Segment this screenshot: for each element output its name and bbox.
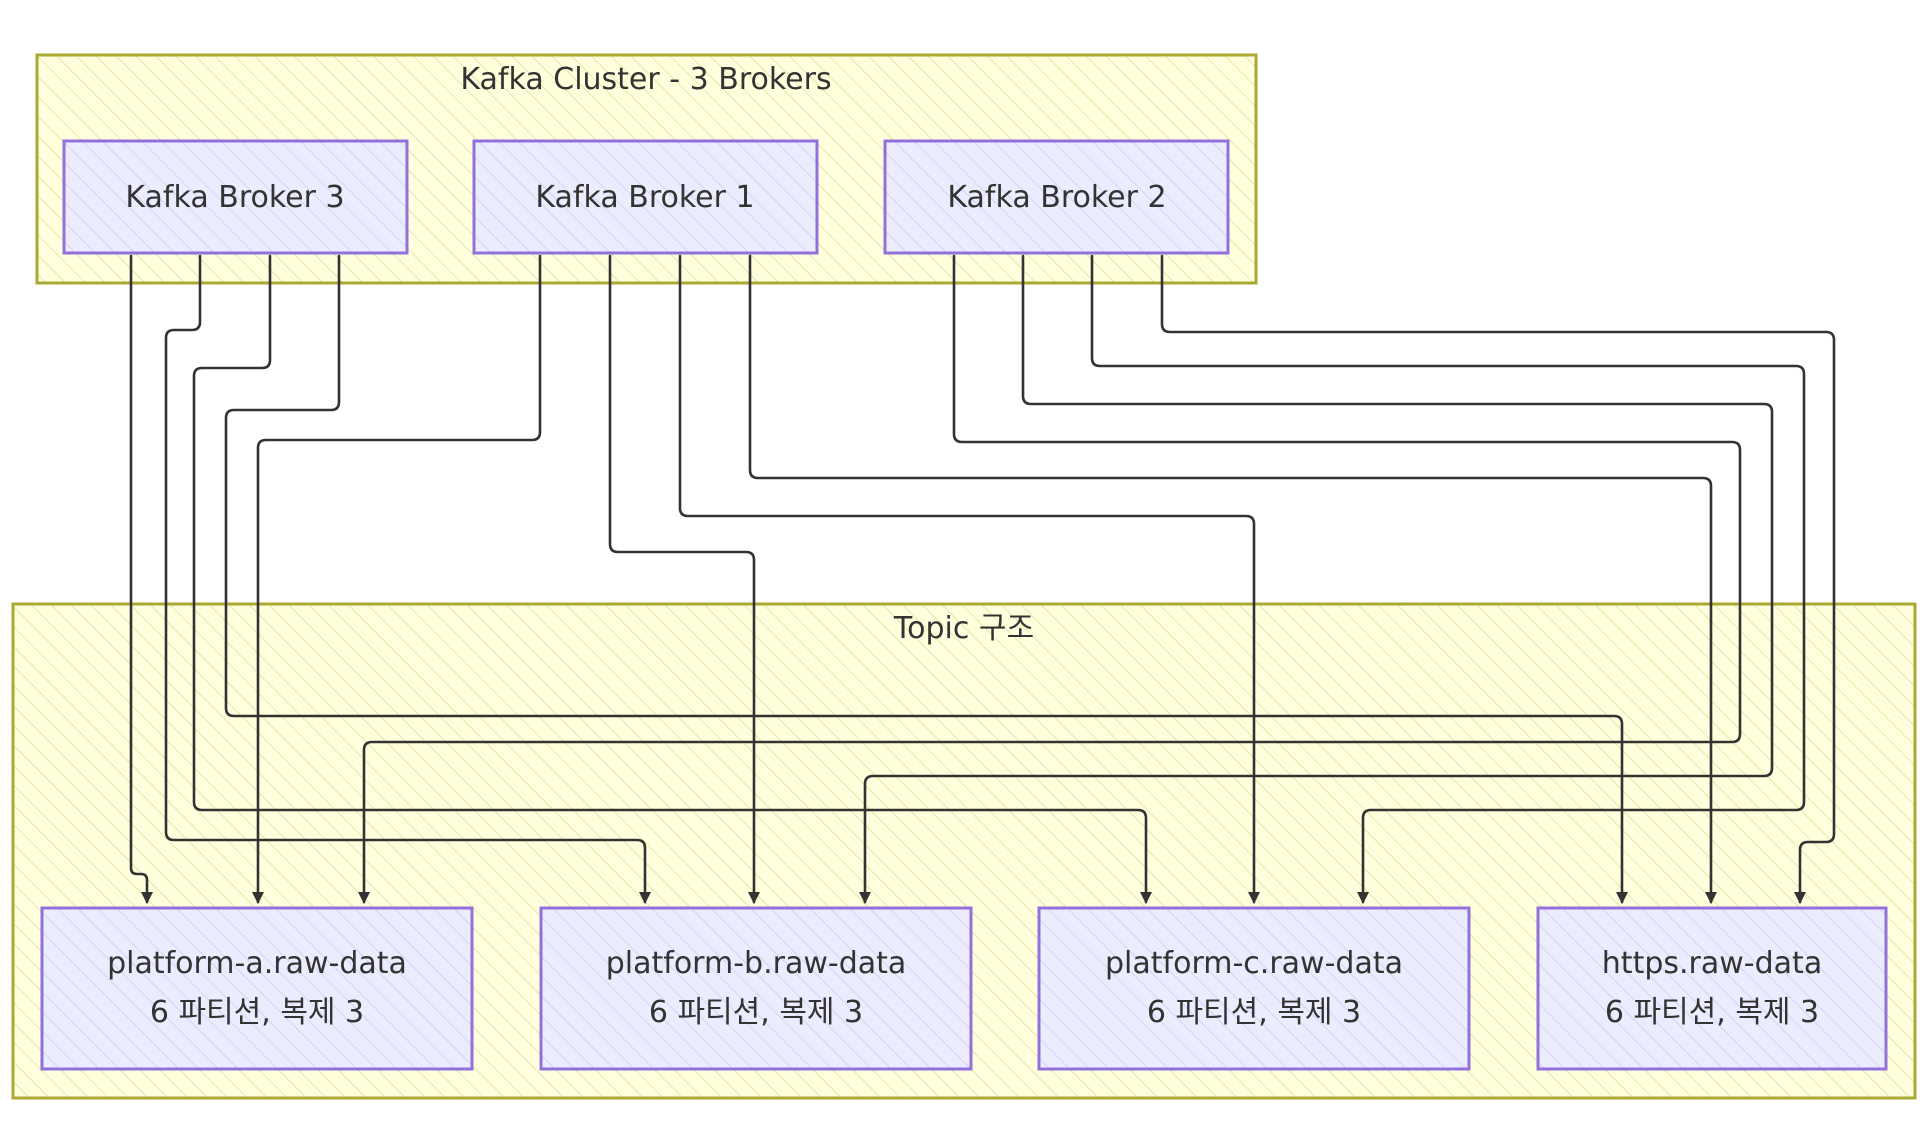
topic-platform-b-name: platform-b.raw-data [606, 946, 907, 981]
broker-node-1: Kafka Broker 1 [472, 139, 819, 255]
topic-node-platform-a: platform-a.raw-data 6 파티션, 복제 3 [40, 906, 474, 1071]
topic-cluster-label: Topic 구조 [893, 611, 1034, 646]
edge-broker-3-to-platform-a [129, 254, 153, 904]
kafka-cluster-label: Kafka Cluster - 3 Brokers [460, 62, 831, 97]
topic-https-name: https.raw-data [1602, 946, 1822, 981]
topic-platform-c-name: platform-c.raw-data [1105, 946, 1403, 981]
broker-node-3: Kafka Broker 3 [62, 139, 409, 255]
edge-broker-2-to-platform-c [1090, 254, 1806, 904]
edge-broker-3-to-platform-c [192, 254, 1152, 904]
topic-platform-a-name: platform-a.raw-data [107, 946, 407, 981]
topic-https-detail: 6 파티션, 복제 3 [1605, 995, 1819, 1030]
edge-broker-1-to-platform-b [608, 254, 760, 904]
edge-broker-1-to-platform-c [678, 254, 1260, 904]
edge-broker-1-to-https [748, 254, 1717, 904]
edges-layer [129, 254, 1836, 904]
topic-platform-a-detail: 6 파티션, 복제 3 [150, 995, 364, 1030]
edge-broker-3-to-https [224, 254, 1628, 904]
topic-platform-c-detail: 6 파티션, 복제 3 [1147, 995, 1361, 1030]
topic-platform-b-detail: 6 파티션, 복제 3 [649, 995, 863, 1030]
edge-broker-1-to-platform-a [252, 254, 542, 904]
topic-node-platform-c: platform-c.raw-data 6 파티션, 복제 3 [1037, 906, 1471, 1071]
broker-1-label: Kafka Broker 1 [535, 180, 754, 215]
broker-2-label: Kafka Broker 2 [947, 180, 1166, 215]
topic-node-https: https.raw-data 6 파티션, 복제 3 [1536, 906, 1888, 1071]
edge-broker-2-to-https [1160, 254, 1836, 904]
broker-node-2: Kafka Broker 2 [883, 139, 1230, 255]
broker-3-label: Kafka Broker 3 [125, 180, 344, 215]
edge-broker-2-to-platform-b [859, 254, 1774, 904]
edge-broker-3-to-platform-b [164, 254, 651, 904]
topic-node-platform-b: platform-b.raw-data 6 파티션, 복제 3 [539, 906, 973, 1071]
edge-broker-2-to-platform-a [358, 254, 1742, 904]
